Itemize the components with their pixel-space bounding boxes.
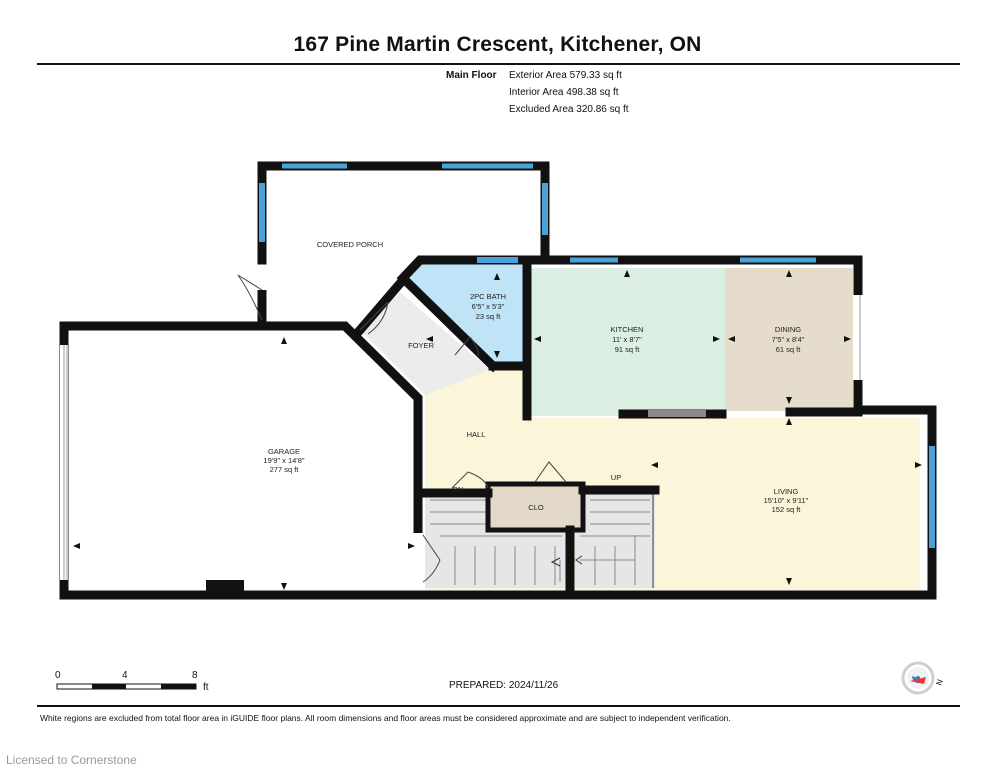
- dims-kitchen: 11' x 8'7": [612, 335, 642, 344]
- scale-label-0: 0: [55, 670, 61, 681]
- dining-fill: [725, 268, 853, 411]
- windows: [259, 163, 935, 548]
- label-dn: DN: [453, 485, 464, 494]
- bath-fill: [408, 262, 525, 365]
- area-bath: 23 sq ft: [476, 312, 502, 321]
- area-garage: 277 sq ft: [270, 465, 300, 474]
- openings: [60, 265, 863, 583]
- doors: [237, 274, 567, 583]
- area-kitchen: 91 sq ft: [615, 345, 641, 354]
- interior-area: Interior Area 498.38 sq ft: [509, 87, 619, 98]
- dims-dining: 7'5" x 8'4": [772, 335, 805, 344]
- room-labels: COVERED PORCH 2PC BATH 6'5" x 5'3" 23 sq…: [263, 240, 808, 514]
- closet: [485, 481, 586, 533]
- scale-label-4: 4: [122, 670, 128, 681]
- area-dining: 61 sq ft: [776, 345, 802, 354]
- dims-living: 15'10" x 9'11": [764, 496, 809, 505]
- label-closet: CLO: [528, 503, 544, 512]
- stair-arrows: [550, 555, 583, 567]
- scale-bar: [56, 683, 197, 690]
- kitchen-fill: [530, 268, 725, 416]
- compass-letter: N: [934, 678, 945, 687]
- footer-divider: [37, 705, 960, 707]
- room-fills: [360, 262, 920, 590]
- prepared-date: PREPARED: 2024/11/26: [449, 680, 559, 691]
- dims-garage: 19'9" x 14'8": [263, 456, 304, 465]
- label-bath: 2PC BATH: [470, 292, 506, 301]
- label-dining: DINING: [775, 325, 801, 334]
- floor-label: Main Floor: [446, 70, 497, 81]
- stair-treads: [430, 490, 654, 588]
- dims-bath: 6'5" x 5'3": [472, 302, 505, 311]
- license-watermark: Licensed to Cornerstone: [6, 753, 137, 767]
- dimension-arrows: [73, 270, 922, 590]
- label-kitchen: KITCHEN: [611, 325, 644, 334]
- label-porch: COVERED PORCH: [317, 240, 383, 249]
- scale-unit: ft: [203, 682, 209, 693]
- label-garage: GARAGE: [268, 447, 300, 456]
- compass-icon: [901, 661, 935, 695]
- label-up: UP: [611, 473, 621, 482]
- disclaimer: White regions are excluded from total fl…: [40, 713, 731, 723]
- label-living: LIVING: [774, 487, 799, 496]
- window-frames: [282, 162, 816, 264]
- excluded-area: Excluded Area 320.86 sq ft: [509, 104, 629, 115]
- garage-wall-block: [206, 580, 244, 597]
- kitchen-appliance: [648, 410, 706, 417]
- plan-title: 167 Pine Martin Crescent, Kitchener, ON: [293, 33, 702, 56]
- scale-label-8: 8: [192, 670, 198, 681]
- header-divider: [37, 63, 960, 65]
- label-hall: HALL: [467, 430, 486, 439]
- exterior-area: Exterior Area 579.33 sq ft: [509, 70, 622, 81]
- label-foyer: FOYER: [408, 341, 434, 350]
- foyer-fill: [360, 292, 490, 395]
- area-living: 152 sq ft: [772, 505, 802, 514]
